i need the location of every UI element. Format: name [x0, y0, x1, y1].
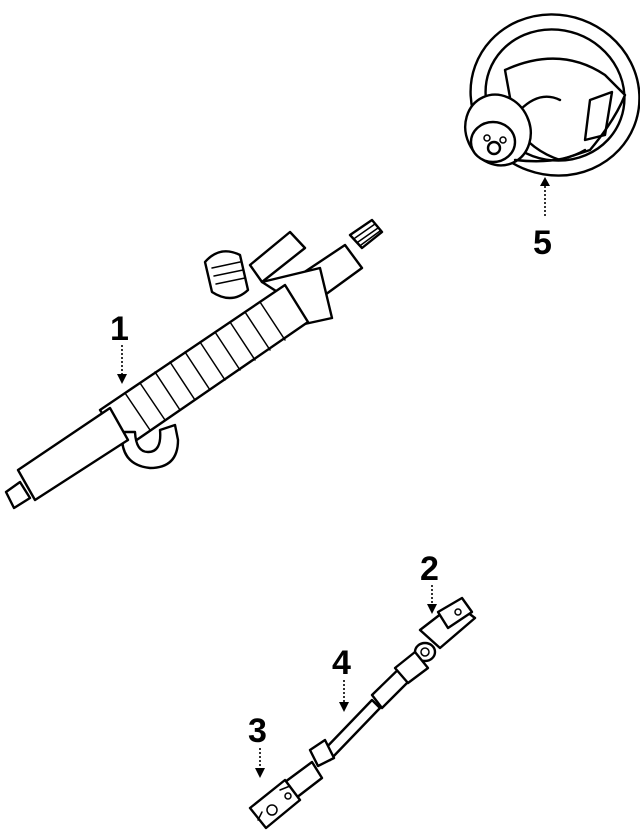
arrow-head-2	[427, 604, 437, 614]
lower-u-joint-icon[interactable]	[248, 760, 324, 830]
callout-1: 1	[110, 310, 129, 348]
arrow-head-4	[339, 702, 349, 712]
callout-2: 2	[420, 550, 439, 588]
callout-5: 5	[533, 224, 552, 262]
steering-column-icon[interactable]	[4, 218, 384, 510]
arrow-head-5	[540, 177, 550, 186]
arrow-head-1	[117, 374, 127, 384]
intermediate-shaft-icon[interactable]	[308, 650, 430, 768]
upper-u-joint-icon[interactable]	[413, 596, 477, 663]
callout-3: 3	[248, 712, 267, 750]
arrow-head-3	[255, 768, 265, 778]
callout-4: 4	[332, 644, 351, 682]
steering-wheel-icon[interactable]	[448, 0, 640, 199]
